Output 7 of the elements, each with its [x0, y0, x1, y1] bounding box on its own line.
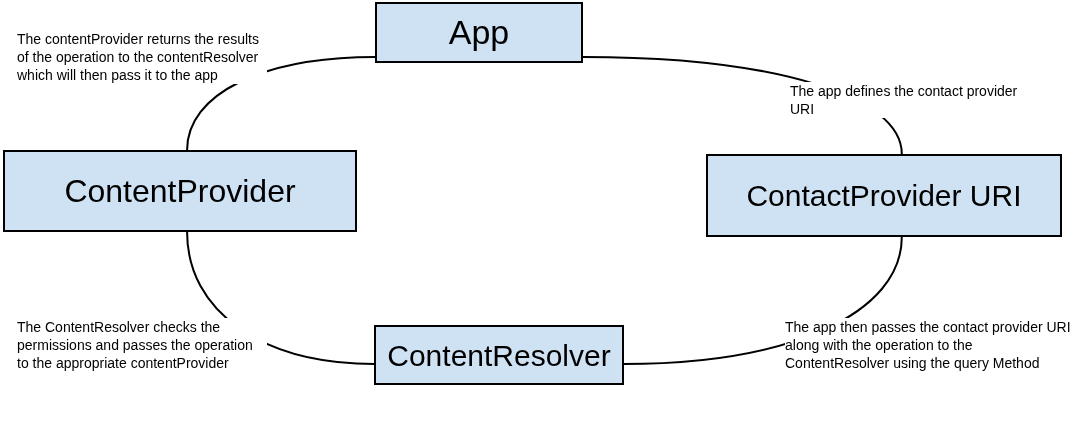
process-box: ContactProvider URI	[706, 154, 1062, 237]
annotation-text: The app defines the contact provider URI	[790, 82, 1020, 118]
annotation-text: The contentProvider returns the results of the operation to the contentResolver which will then pass it to the app	[17, 30, 267, 84]
annotation-text: The ContentResolver checks the permissions and passes the operation to the appropriate contentProvider	[17, 318, 267, 372]
process-box: ContentResolver	[374, 325, 624, 385]
process-box: ContentProvider	[3, 150, 357, 232]
process-box: App	[375, 2, 583, 63]
